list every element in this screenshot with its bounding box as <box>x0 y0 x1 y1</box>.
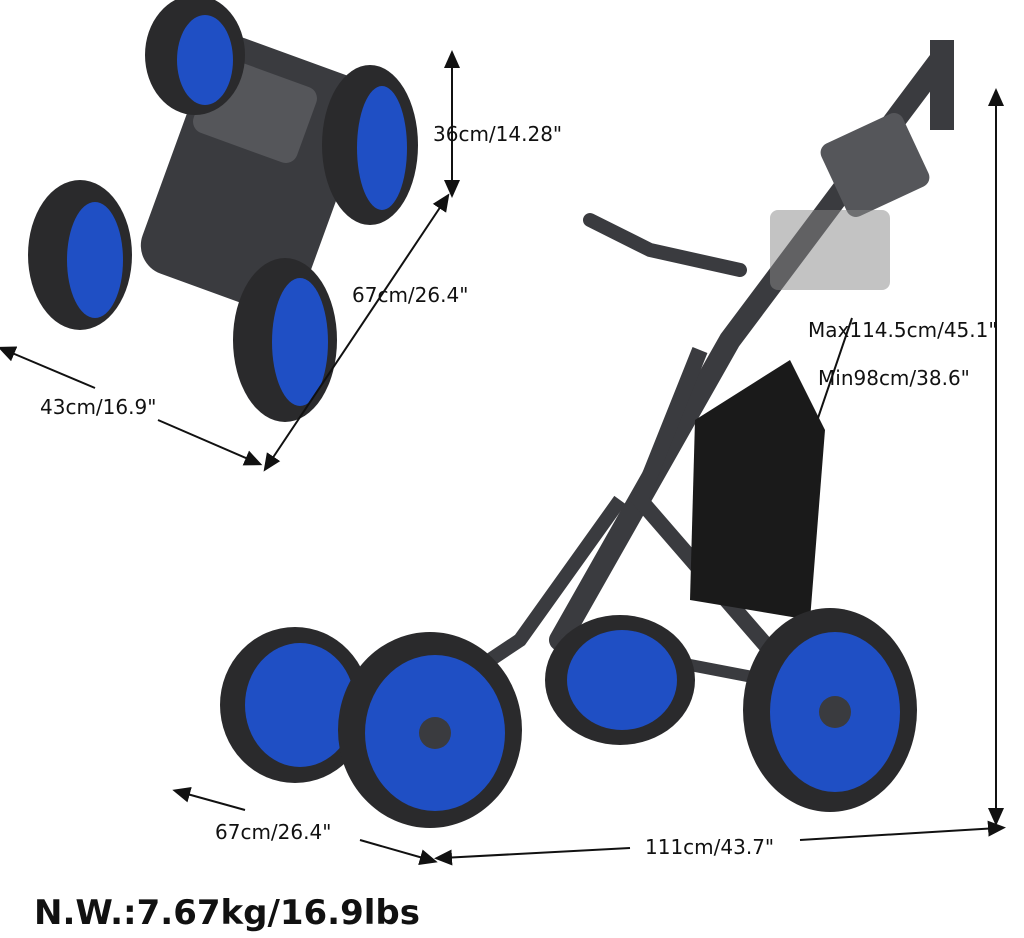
folded-length-label: 67cm/26.4" <box>352 283 469 307</box>
dimension-arrows <box>0 50 1006 866</box>
open-width-label: 67cm/26.4" <box>215 820 332 844</box>
folded-cart <box>28 0 418 422</box>
wheel <box>338 632 522 828</box>
wheel <box>743 608 917 812</box>
folded-wheel <box>145 0 245 115</box>
net-weight-label: N.W.:7.67kg/16.9lbs <box>34 893 420 933</box>
open-length-label: 111cm/43.7" <box>645 835 775 859</box>
max-height-label: Max114.5cm/45.1" <box>808 318 998 342</box>
folded-height-label: 36cm/14.28" <box>433 122 563 146</box>
folded-width-label: 43cm/16.9" <box>40 395 157 419</box>
min-height-label: Min98cm/38.6" <box>818 366 970 390</box>
wheel <box>545 615 695 745</box>
folded-wheel <box>233 258 337 422</box>
folded-wheel <box>322 65 418 225</box>
wheel <box>220 627 370 783</box>
open-cart <box>220 40 954 828</box>
folded-wheel <box>28 180 132 330</box>
